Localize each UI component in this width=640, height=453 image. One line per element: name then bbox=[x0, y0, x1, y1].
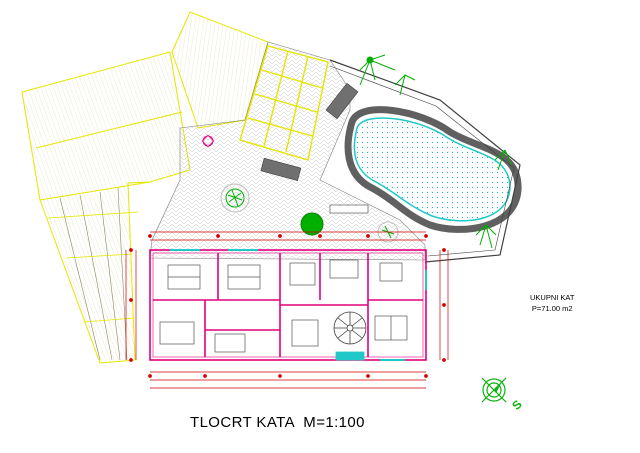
swimming-pool bbox=[329, 59, 522, 263]
plan-scale: M=1:100 bbox=[303, 414, 365, 431]
building-walls bbox=[149, 249, 427, 361]
compass-rose-icon bbox=[481, 377, 507, 403]
total-area-label: UKUPNI KAT P=71.00 m2 bbox=[530, 292, 574, 314]
plan-title-text: TLOCRT KATA bbox=[190, 414, 295, 431]
area-title: UKUPNI KAT bbox=[530, 293, 575, 302]
plan-title: TLOCRT KATA M=1:100 bbox=[190, 414, 365, 431]
dimension-lines bbox=[125, 231, 449, 389]
terrace-deck-left bbox=[21, 51, 191, 364]
sun-lounger-icon bbox=[260, 82, 369, 214]
area-value: P=71.00 m2 bbox=[531, 304, 573, 313]
spiral-stair-icon bbox=[333, 311, 367, 361]
window-openings bbox=[170, 249, 427, 361]
planter-icon bbox=[201, 134, 215, 148]
pergola bbox=[239, 45, 329, 161]
bed-icon bbox=[159, 259, 408, 353]
